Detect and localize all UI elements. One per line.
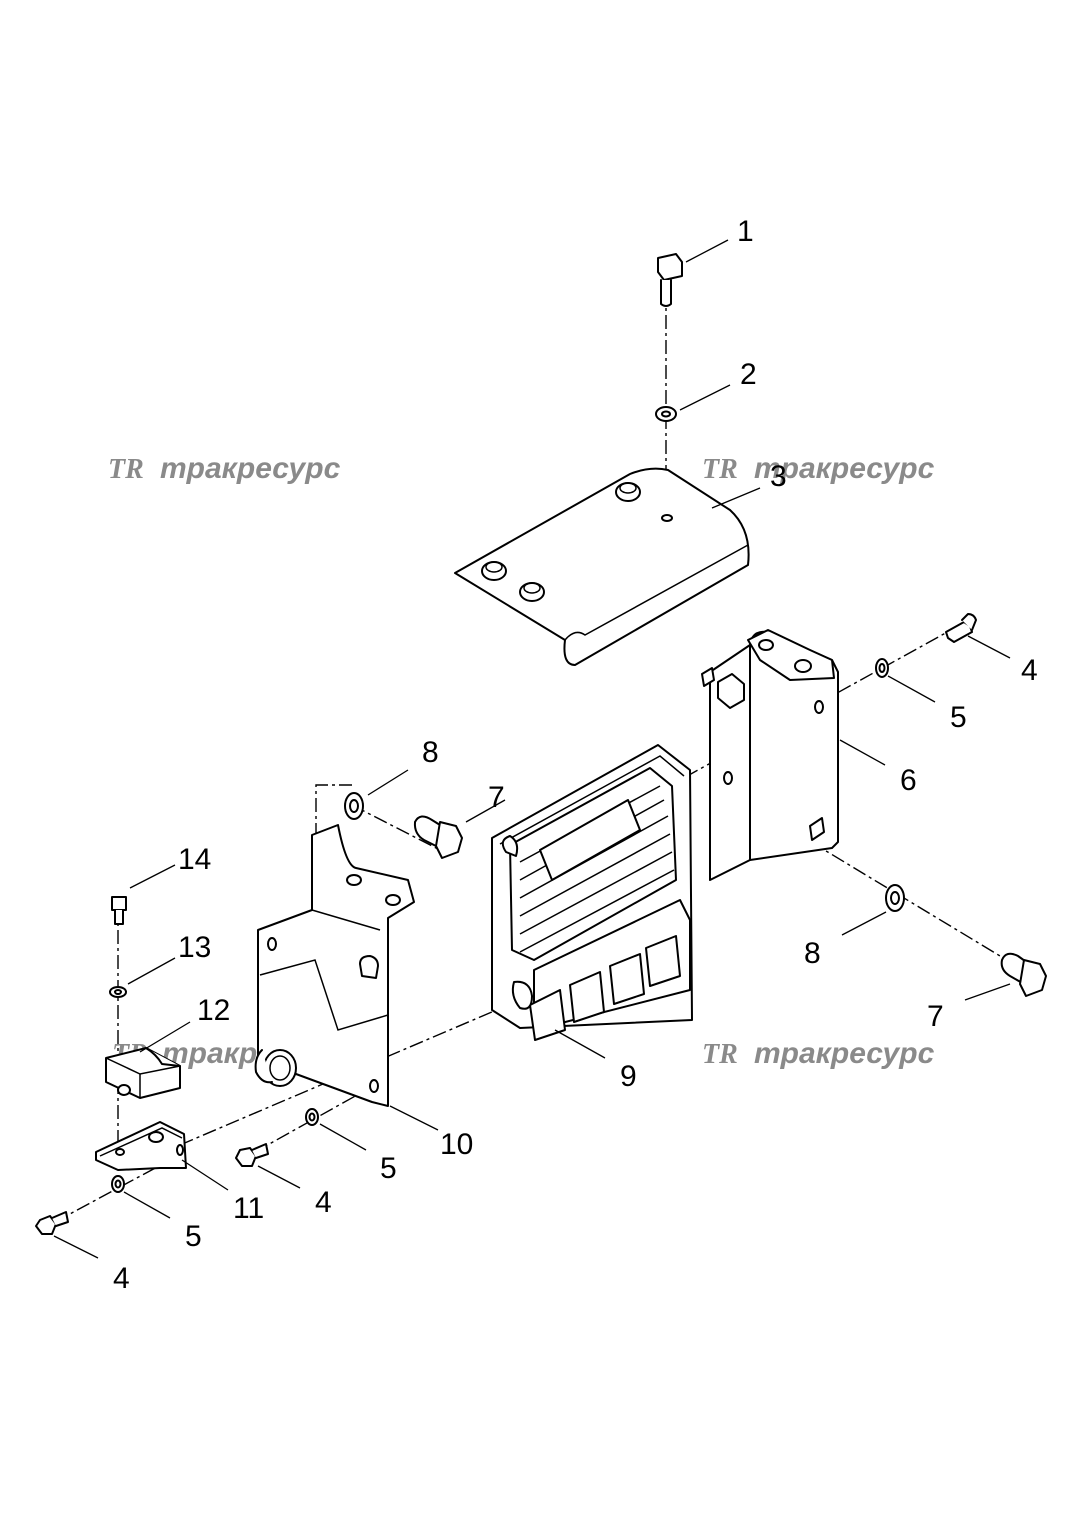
callout-3: 3 bbox=[770, 460, 787, 493]
part-5-washer-right bbox=[875, 658, 889, 678]
callout-4-mid: 4 bbox=[315, 1186, 332, 1219]
part-10-left-bracket bbox=[254, 824, 415, 1107]
part-11-small-bracket bbox=[95, 1121, 187, 1171]
part-3-cover-plate bbox=[454, 467, 750, 666]
part-12-sensor bbox=[105, 1047, 181, 1099]
part-4-bolt-right bbox=[945, 613, 977, 643]
leader-3 bbox=[711, 487, 761, 509]
leader-4-right bbox=[967, 635, 1011, 659]
part-13-washer bbox=[109, 986, 127, 998]
callout-14: 14 bbox=[178, 843, 211, 876]
leader-2 bbox=[679, 384, 731, 411]
leader-9 bbox=[554, 1029, 606, 1059]
watermark-logo: TR bbox=[702, 1039, 738, 1070]
leader-4-mid bbox=[257, 1165, 301, 1189]
leader-13 bbox=[127, 957, 176, 985]
part-7-bolt-left bbox=[413, 815, 463, 859]
callout-1: 1 bbox=[737, 215, 754, 248]
assembly-axes bbox=[54, 290, 1016, 1223]
part-6-right-bracket bbox=[701, 629, 839, 881]
leader-12 bbox=[139, 1021, 191, 1053]
part-8-washer-right bbox=[885, 884, 905, 912]
watermark-logo: TR bbox=[702, 454, 738, 485]
watermark-text: тракресурс bbox=[754, 452, 935, 485]
leader-1 bbox=[685, 239, 729, 263]
leader-14 bbox=[129, 864, 176, 889]
part-8-washer-left bbox=[344, 792, 364, 820]
part-7-bolt-right bbox=[1000, 952, 1047, 997]
leader-5-low bbox=[123, 1191, 171, 1219]
callout-4-low: 4 bbox=[113, 1262, 130, 1295]
leader-6 bbox=[839, 739, 886, 766]
callout-7-right: 7 bbox=[927, 1000, 944, 1033]
callout-10: 10 bbox=[440, 1128, 473, 1161]
callout-labels: 1 2 3 4 5 6 8 7 8 7 9 14 13 12 10 11 5 4… bbox=[113, 215, 1038, 1295]
watermark-bottom-right: TR тракресурс bbox=[702, 1037, 935, 1070]
leader-11 bbox=[181, 1159, 229, 1191]
axis-bolt-7 bbox=[351, 804, 441, 851]
watermark-text: тракресурс bbox=[160, 452, 341, 485]
callout-11: 11 bbox=[233, 1192, 264, 1225]
leader-8-left bbox=[367, 769, 409, 796]
callout-7-left: 7 bbox=[488, 781, 505, 814]
part-4-bolt-mid bbox=[235, 1143, 269, 1167]
callout-8-right: 8 bbox=[804, 937, 821, 970]
callout-6: 6 bbox=[900, 764, 917, 797]
callout-9: 9 bbox=[620, 1060, 637, 1093]
leader-7-right bbox=[964, 983, 1011, 1001]
leader-lines bbox=[53, 239, 1011, 1259]
leader-4-low bbox=[53, 1235, 99, 1259]
watermark-top-right: TR тракресурс bbox=[702, 452, 935, 485]
callout-5-low: 5 bbox=[185, 1220, 202, 1253]
part-9-control-unit bbox=[491, 744, 693, 1041]
watermark-text: тракресурс bbox=[754, 1037, 935, 1070]
callout-4-right: 4 bbox=[1021, 654, 1038, 687]
callout-12: 12 bbox=[197, 994, 230, 1027]
callout-8-left: 8 bbox=[422, 736, 439, 769]
leader-5-mid bbox=[319, 1123, 367, 1151]
part-14-screw bbox=[111, 896, 127, 925]
part-4-bolt-low bbox=[35, 1211, 69, 1235]
watermark-logo: TR bbox=[108, 454, 144, 485]
leader-8-right bbox=[841, 911, 887, 936]
part-2-washer bbox=[655, 406, 677, 422]
callout-2: 2 bbox=[740, 358, 757, 391]
leader-10 bbox=[389, 1105, 439, 1131]
leader-5-right bbox=[887, 675, 936, 703]
watermark-top-left: TR тракресурс bbox=[108, 452, 341, 485]
leader-7-left bbox=[465, 799, 506, 823]
part-5-washer-mid bbox=[305, 1108, 319, 1126]
callout-13: 13 bbox=[178, 931, 211, 964]
part-1-bolt bbox=[657, 253, 683, 307]
callout-5-right: 5 bbox=[950, 701, 967, 734]
callout-5-mid: 5 bbox=[380, 1152, 397, 1185]
part-5-washer-low bbox=[111, 1175, 125, 1193]
